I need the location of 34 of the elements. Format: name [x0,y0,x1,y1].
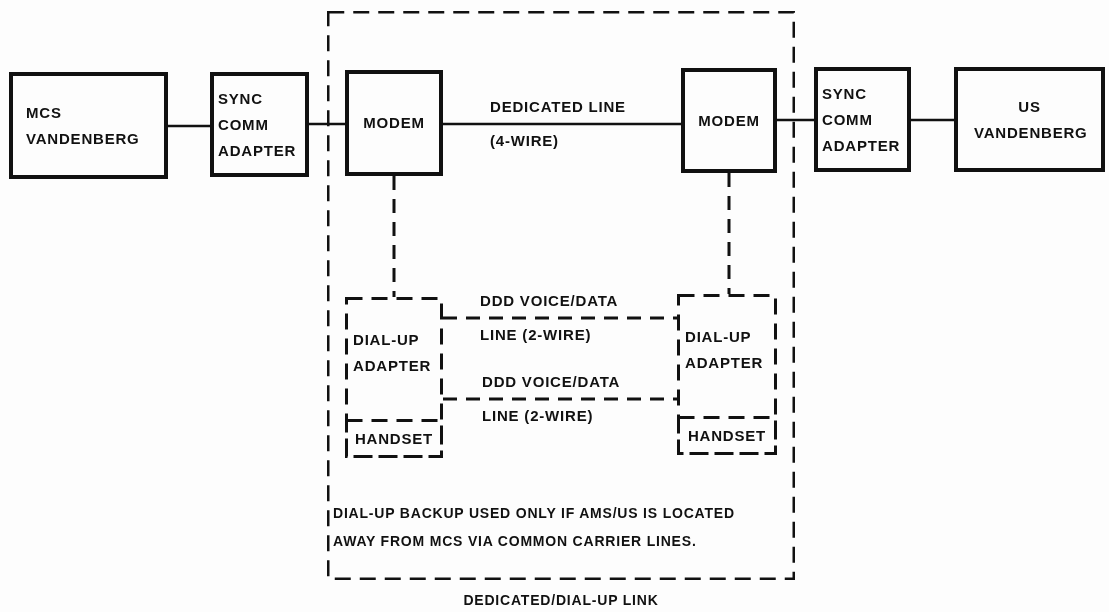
box-label: US VANDENBERG [974,96,1085,143]
dashed-box [677,294,777,455]
process-box [9,72,168,179]
dashed-connector [443,397,677,401]
box-label: MODEM [362,113,426,133]
connector [309,122,345,126]
process-box [210,72,309,177]
connector [911,118,954,122]
edge-label: DDD VOICE/DATA LINE (2-WIRE) [480,291,619,345]
connector [168,124,210,128]
box-label: HANDSET [686,425,768,446]
dashed-box [345,419,443,458]
dashed-connector [727,173,731,294]
box-label: HANDSET [353,428,435,449]
dashed-connector [392,176,396,297]
process-box [814,67,911,172]
process-box [954,67,1105,172]
box-label: SYNC COMM ADAPTER [218,88,298,161]
note-text: DIAL-UP BACKUP USED ONLY IF AMS/US IS LOCATED AWAY FROM MCS VIA COMMON CARRIER LINES. [333,504,736,551]
dashed-box [345,297,443,458]
box-label: MODEM [697,110,761,131]
group-title: DEDICATED/DIAL-UP LINK [462,591,660,610]
box-label: MCS VANDENBERG [26,102,141,149]
box-label: DIAL-UP ADAPTER [685,327,765,373]
edge-label: DEDICATED LINE (4-WIRE) [490,97,627,151]
dashed-connector [443,316,677,320]
box-label: SYNC COMM ADAPTER [822,83,902,156]
dashed-box [677,416,777,455]
process-box [681,68,777,173]
connector [777,118,814,122]
box-label: DIAL-UP ADAPTER [353,330,433,376]
connector [443,122,681,126]
process-box [345,70,443,176]
edge-label: DDD VOICE/DATA LINE (2-WIRE) [482,372,621,426]
